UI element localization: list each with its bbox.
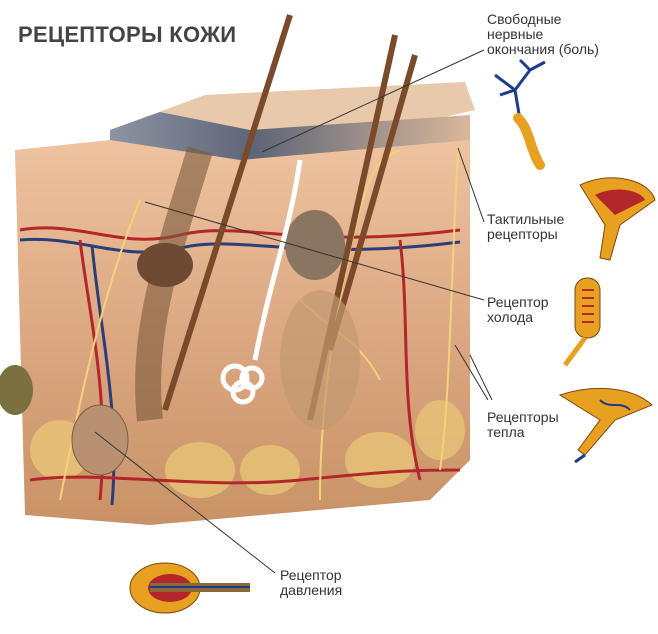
label-line: рецепторы xyxy=(487,226,558,242)
label-line: нервные xyxy=(487,26,544,42)
sweat-gland xyxy=(220,159,303,405)
label-line: окончания (боль) xyxy=(487,41,599,57)
label-line: Тактильные xyxy=(487,211,565,227)
pacinian-corpuscle xyxy=(71,404,129,476)
leader-lines xyxy=(94,49,493,574)
label-pressure-receptor: Рецептор давления xyxy=(280,568,342,598)
pressure-receptor-icon xyxy=(129,562,250,614)
label-line: тепла xyxy=(487,424,525,440)
sebaceous-gland xyxy=(285,210,345,280)
hair-follicles xyxy=(135,14,418,430)
label-line: Рецепторы xyxy=(487,409,559,425)
label-warm-receptors: Рецепторы тепла xyxy=(487,410,559,440)
page-title: РЕЦЕПТОРЫ КОЖИ xyxy=(18,22,237,47)
free-nerve-ending-icon xyxy=(494,58,546,170)
tactile-receptor-icon xyxy=(579,177,656,261)
label-tactile-receptors: Тактильные рецепторы xyxy=(487,212,564,242)
cold-receptor-icon xyxy=(562,277,601,367)
label-cold-receptor: Рецептор холода xyxy=(487,295,549,325)
label-line: холода xyxy=(487,309,534,325)
label-line: Рецептор xyxy=(487,294,549,310)
warm-receptor-icon xyxy=(558,388,653,464)
label-line: Свободные xyxy=(487,11,562,27)
label-line: Рецептор xyxy=(280,567,342,583)
label-line: давления xyxy=(280,582,343,598)
label-free-nerve-endings: Свободные нервные окончания (боль) xyxy=(487,12,599,57)
